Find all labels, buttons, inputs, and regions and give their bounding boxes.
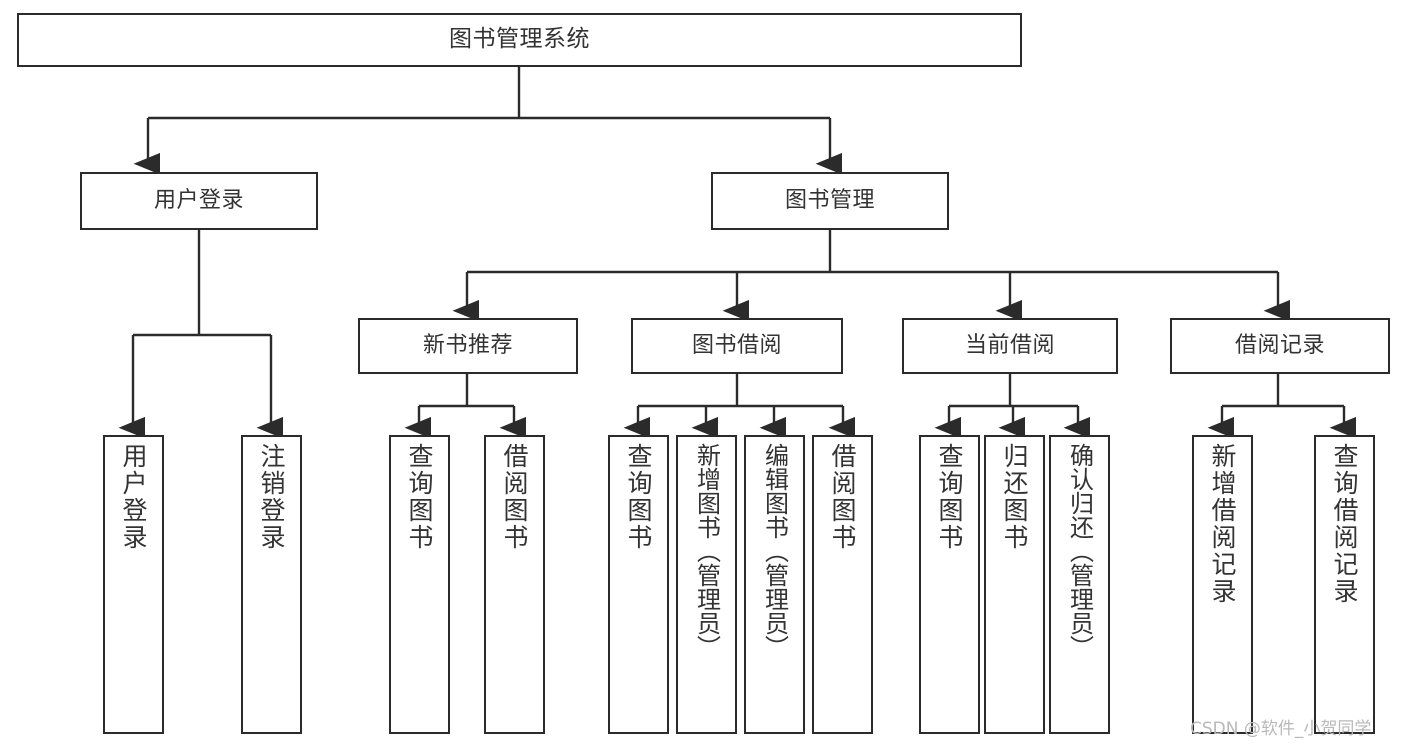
node-label: 查询借阅记录 [1330, 443, 1359, 605]
node-leaf-add-borrow-record[interactable]: 新增借阅记录 [1192, 435, 1253, 734]
node-label: 图书借阅 [691, 333, 782, 359]
node-label: 编辑图书（管理员） [760, 443, 789, 659]
node-label: 图书管理系统 [449, 26, 590, 53]
node-current-borrow[interactable]: 当前借阅 [902, 318, 1118, 374]
node-leaf-user-login[interactable]: 用户登录 [103, 435, 164, 734]
node-leaf-return-book[interactable]: 归还图书 [984, 435, 1045, 734]
node-label: 图书管理 [784, 188, 875, 214]
node-new-book-recommend[interactable]: 新书推荐 [358, 318, 578, 374]
node-label: 新增图书（管理员） [692, 443, 721, 659]
node-book-borrow[interactable]: 图书借阅 [631, 318, 843, 374]
node-label: 用户登录 [119, 443, 148, 551]
node-label: 确认归还（管理员） [1065, 443, 1094, 659]
node-label: 注销登录 [257, 443, 286, 551]
node-user-login[interactable]: 用户登录 [80, 172, 318, 230]
node-leaf-borrow-book-recommend[interactable]: 借阅图书 [484, 435, 545, 734]
node-root-book-management-system[interactable]: 图书管理系统 [17, 13, 1022, 67]
node-book-management[interactable]: 图书管理 [711, 172, 949, 230]
node-leaf-add-book-admin[interactable]: 新增图书（管理员） [676, 435, 737, 734]
node-label: 归还图书 [1000, 443, 1029, 551]
node-leaf-query-borrow-record[interactable]: 查询借阅记录 [1314, 435, 1375, 734]
node-label: 新书推荐 [422, 333, 513, 359]
node-label: 查询图书 [624, 443, 653, 551]
node-leaf-query-book-recommend[interactable]: 查询图书 [389, 435, 450, 734]
node-leaf-query-book-borrow[interactable]: 查询图书 [608, 435, 669, 734]
node-leaf-edit-book-admin[interactable]: 编辑图书（管理员） [744, 435, 805, 734]
node-label: 新增借阅记录 [1208, 443, 1237, 605]
csdn-watermark: CSDN @软件_小贺同学 [1190, 719, 1372, 739]
node-label: 当前借阅 [964, 333, 1055, 359]
node-leaf-user-logout[interactable]: 注销登录 [241, 435, 302, 734]
node-label: 借阅记录 [1234, 333, 1325, 359]
node-borrow-record[interactable]: 借阅记录 [1170, 318, 1390, 374]
node-label: 查询图书 [405, 443, 434, 551]
node-leaf-query-book-current[interactable]: 查询图书 [919, 435, 980, 734]
node-leaf-borrow-book[interactable]: 借阅图书 [812, 435, 873, 734]
node-label: 借阅图书 [828, 443, 857, 551]
node-leaf-confirm-return-admin[interactable]: 确认归还（管理员） [1049, 435, 1110, 734]
node-label: 借阅图书 [500, 443, 529, 551]
node-label: 用户登录 [153, 188, 244, 214]
node-label: 查询图书 [935, 443, 964, 551]
